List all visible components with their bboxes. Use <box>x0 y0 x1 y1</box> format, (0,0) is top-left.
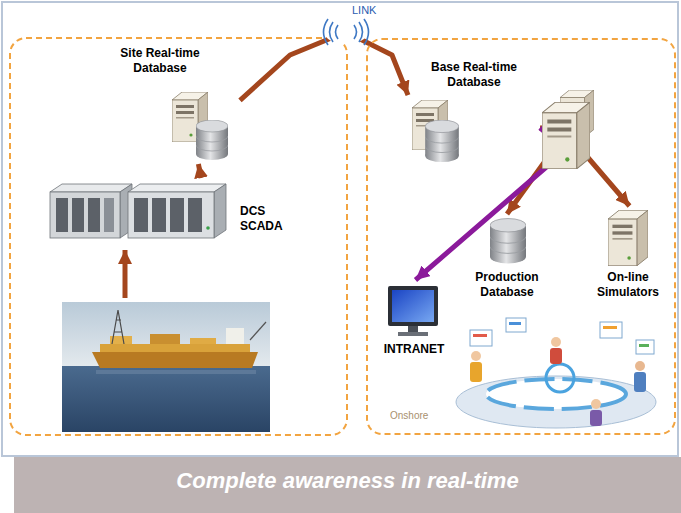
scada-rack-icon <box>128 184 226 238</box>
server-icon <box>542 102 590 169</box>
node-label: Site Real-time Database <box>110 46 210 76</box>
monitor-icon <box>388 286 438 336</box>
onshore-region: Onshore Base Real-time DatabaseProduction… <box>366 38 676 435</box>
database-icon <box>196 120 228 160</box>
team-illustration <box>456 318 656 428</box>
node-label: Base Real-time Database <box>420 60 528 90</box>
photo-arrow <box>123 250 128 298</box>
server-icon <box>608 210 648 266</box>
connector-arrow <box>240 32 408 100</box>
connector-arrow <box>198 164 201 178</box>
site-region <box>10 38 347 435</box>
link-label: LINK <box>350 4 378 16</box>
base-database: Base Real-time Database <box>408 58 540 164</box>
caption-holder: Complete awareness in real-time <box>14 468 681 494</box>
intranet-terminal: INTRANET <box>378 280 453 362</box>
node-label: Onshore <box>390 410 470 423</box>
edge-label-holder: LINK <box>350 4 378 16</box>
dcs-scada: DCS SCADA <box>48 178 295 244</box>
node-label: DCS SCADA <box>240 204 292 234</box>
caption-band <box>14 457 681 513</box>
node-label: Production Database <box>467 270 547 300</box>
caption-text: Complete awareness in real-time <box>14 468 681 494</box>
fpso-photo <box>62 302 270 432</box>
database-icon <box>425 120 459 162</box>
node-label: On-line Simulators <box>590 270 666 300</box>
production-database: Production Database <box>462 214 552 304</box>
wireless-link-icon <box>324 19 369 45</box>
simulators: On-line Simulators <box>590 206 669 303</box>
dcs-rack-icon <box>50 184 132 238</box>
connector-group <box>198 32 629 280</box>
site-database: Site Real-time Database <box>110 44 240 164</box>
node-label: INTRANET <box>378 342 450 357</box>
database-icon <box>490 219 526 264</box>
outer-frame <box>2 2 678 456</box>
